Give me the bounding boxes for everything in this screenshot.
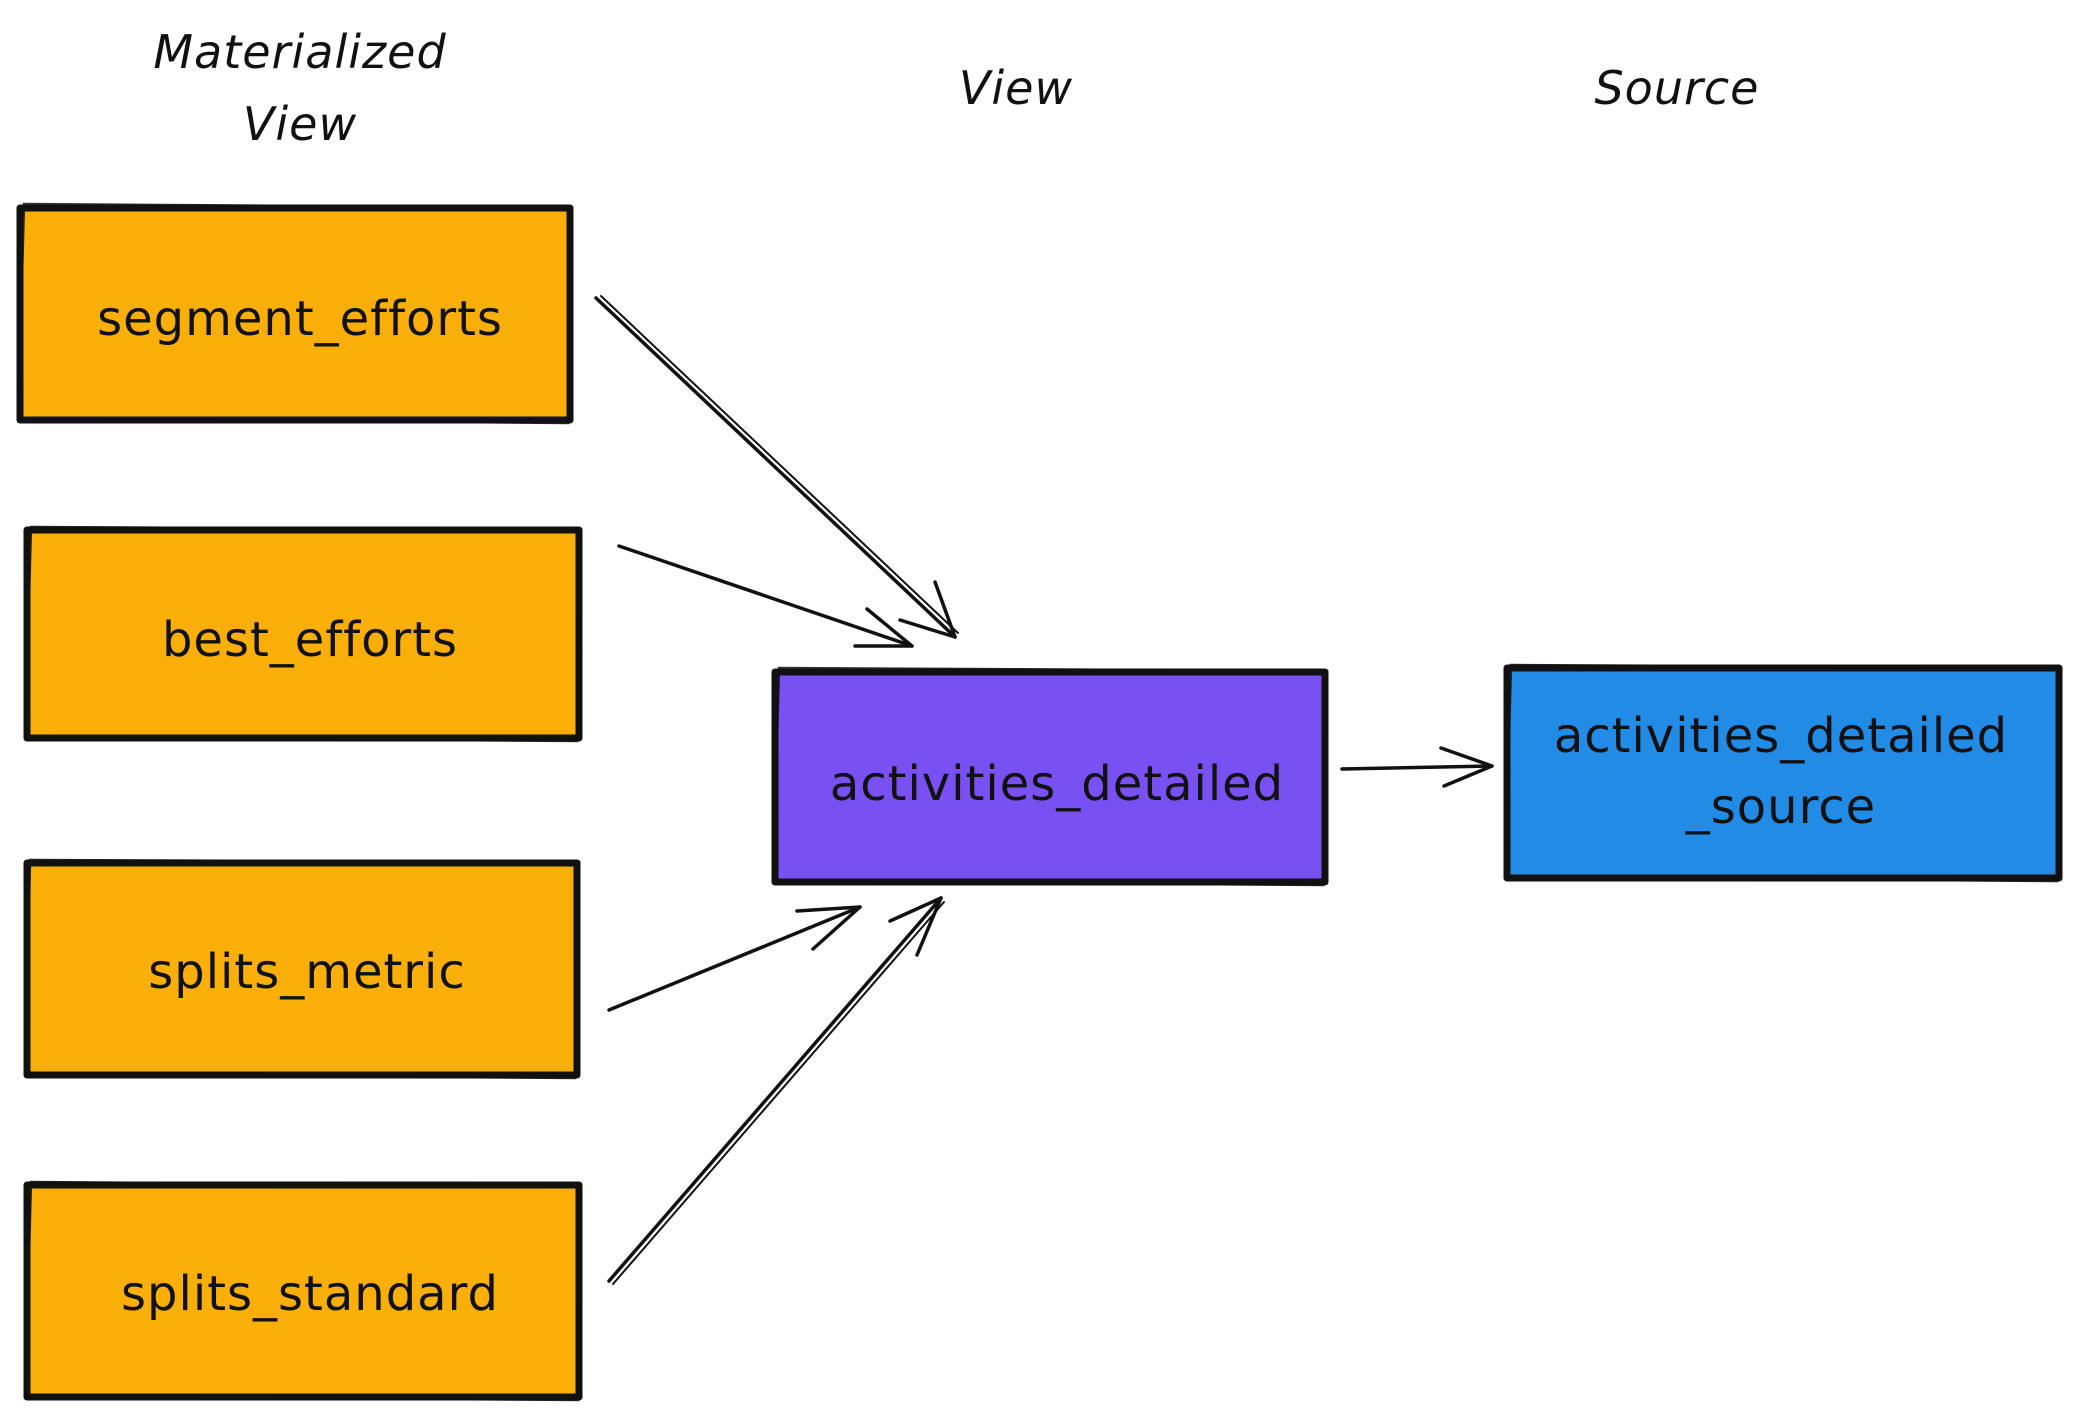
edge-segment-efforts-to-activities-detailed bbox=[594, 295, 959, 639]
node-activities-detailed-label: activities_detailed bbox=[830, 756, 1284, 812]
node-best-efforts-label: best_efforts bbox=[162, 612, 458, 668]
node-best-efforts-box bbox=[23, 526, 583, 742]
column-heading-source: Source bbox=[1594, 61, 1759, 115]
column-heading-materialized-view-line2: View bbox=[243, 97, 357, 151]
column-heading-materialized-view-line1: Materialized bbox=[153, 25, 446, 79]
node-segment-efforts-box bbox=[16, 204, 574, 424]
node-activities-detailed-source-label-line1: activities_detailed bbox=[1554, 708, 2008, 764]
node-activities-detailed-source: activities_detailed _source bbox=[1503, 663, 2063, 883]
node-splits-metric: splits_metric bbox=[23, 858, 581, 1080]
edge-activities-detailed-to-source bbox=[1340, 746, 1494, 788]
node-segment-efforts-label: segment_efforts bbox=[97, 291, 503, 347]
column-heading-view: View bbox=[959, 61, 1073, 115]
node-splits-metric-label: splits_metric bbox=[148, 944, 466, 1000]
node-activities-detailed-source-label-line2: _source bbox=[1685, 779, 1876, 835]
edge-splits-metric-to-activities-detailed bbox=[607, 905, 862, 1012]
edge-splits-standard-to-activities-detailed bbox=[607, 896, 945, 1285]
node-segment-efforts: segment_efforts bbox=[16, 202, 574, 425]
node-splits-standard: splits_standard bbox=[23, 1180, 583, 1402]
edge-best-efforts-to-activities-detailed bbox=[617, 544, 914, 648]
node-best-efforts: best_efforts bbox=[23, 525, 583, 743]
node-activities-detailed-source-box bbox=[1503, 664, 2063, 882]
node-splits-standard-label: splits_standard bbox=[121, 1266, 499, 1322]
node-activities-detailed: activities_detailed bbox=[771, 666, 1329, 887]
